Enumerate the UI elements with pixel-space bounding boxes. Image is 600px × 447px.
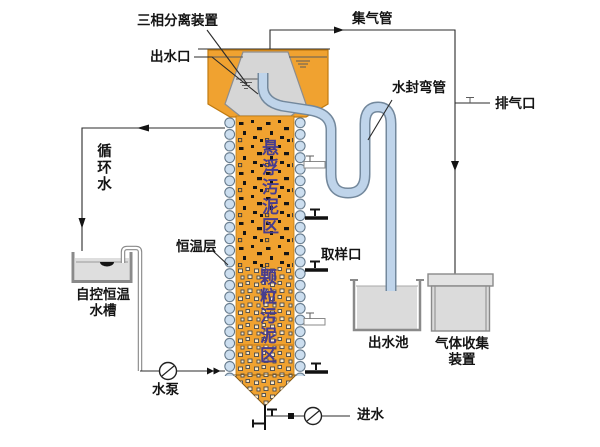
label-effluent-pool: 出水池 — [368, 335, 409, 350]
bubble-wall-right — [294, 117, 306, 376]
label-constant-temperature-layer: 恒温层 — [176, 239, 217, 254]
tank-outlet-pipe — [120, 245, 143, 371]
label-gas-collection-device: 气体收集 装置 — [433, 336, 491, 368]
circulating-water-line — [78, 124, 225, 251]
suspended-sludge-specks — [237, 119, 293, 267]
sampling-port-stub-5 — [305, 362, 328, 374]
label-exhaust-port: 排气口 — [495, 96, 536, 111]
label-granular-sludge-zone: 颗粒污泥区 — [257, 268, 276, 366]
sampling-port-stub-4 — [303, 312, 326, 326]
sampling-port-stub-1 — [303, 155, 326, 169]
circulation-pump-line — [140, 361, 225, 381]
label-gas-collection-device-line2: 装置 — [448, 352, 476, 368]
label-circulating-water: 循环水 — [95, 143, 111, 193]
gas-collection-device — [427, 273, 494, 332]
label-thermostat-tank: 自控恒温 水槽 — [74, 287, 132, 319]
water-pump-symbol — [158, 361, 178, 381]
label-influent: 进水 — [357, 407, 384, 422]
sampling-port-stub-3 — [305, 260, 328, 272]
gas-collection-pipe-line — [269, 26, 459, 274]
granular-sludge-granules — [237, 267, 293, 375]
label-three-phase-separator: 三相分离装置 — [137, 13, 218, 28]
label-water-seal-bend-pipe: 水封弯管 — [392, 80, 446, 95]
thermostat-water-tank — [71, 252, 133, 283]
bubble-wall-left — [224, 117, 236, 376]
exhaust-port-stub — [455, 97, 490, 104]
label-gas-collection-pipe: 集气管 — [352, 11, 393, 26]
label-water-outlet: 出水口 — [150, 49, 191, 64]
sampling-port-stub-2 — [305, 208, 328, 220]
influent-line — [252, 405, 350, 430]
label-thermostat-tank-line2: 水槽 — [89, 303, 117, 319]
influent-pump-symbol — [303, 406, 323, 426]
water-seal-bend-pipe — [257, 73, 397, 291]
label-water-pump: 水泵 — [152, 382, 179, 397]
label-sampling-port: 取样口 — [321, 247, 362, 262]
label-gas-collection-device-line1: 气体收集 — [435, 336, 489, 351]
leader-lines — [194, 29, 393, 266]
label-thermostat-tank-line1: 自控恒温 — [76, 287, 130, 302]
label-suspended-sludge-zone: 悬浮污泥区 — [259, 139, 278, 237]
